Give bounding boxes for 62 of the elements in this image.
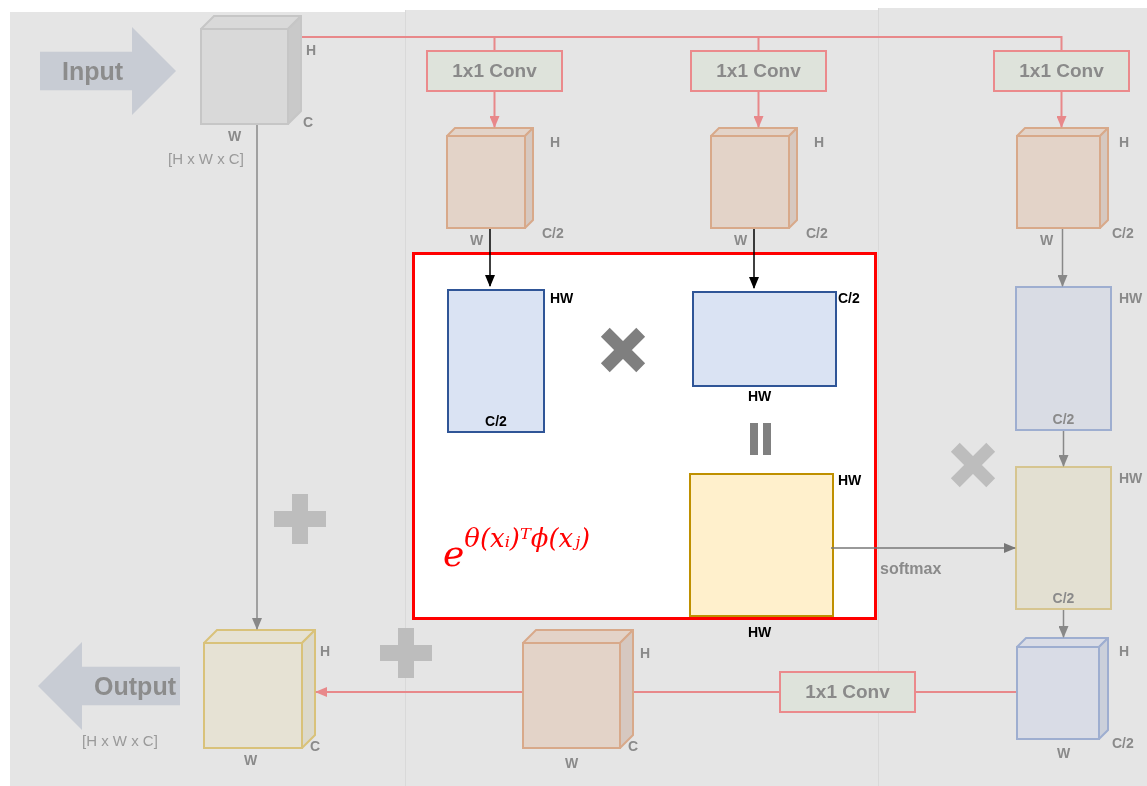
- dimension-label: C/2: [1112, 735, 1134, 751]
- dimension-label: [H x W x C]: [168, 150, 244, 167]
- edge-label: softmax: [880, 560, 942, 578]
- arrow-label: Input: [62, 56, 124, 86]
- tensor-cube: [710, 127, 798, 229]
- connector-arrow: [1057, 228, 1068, 287]
- matrix-block: [689, 473, 834, 617]
- conv-block: 1x1 Conv: [690, 50, 827, 92]
- dimension-label: H: [814, 134, 825, 150]
- dimension-label: H: [306, 42, 317, 58]
- dimension-label: H: [550, 134, 561, 150]
- dimension-label: H: [1119, 134, 1130, 150]
- dimension-label: C: [628, 738, 639, 754]
- connector-arrow: [315, 687, 523, 697]
- dimension-label: W: [734, 232, 748, 248]
- highlight-frame: [412, 252, 877, 620]
- matrix-block: C/2: [1015, 466, 1112, 610]
- dimension-label: HW: [1119, 470, 1143, 486]
- dimension-label: C/2: [542, 225, 564, 241]
- connector-arrow: [1056, 91, 1067, 128]
- matrix-block: [692, 291, 837, 387]
- dimension-label: HW: [748, 388, 772, 404]
- dimension-label: HW: [550, 290, 574, 306]
- dimension-label: C/2: [1112, 225, 1134, 241]
- tensor-cube: [1016, 637, 1109, 740]
- dimension-label: [H x W x C]: [82, 732, 158, 749]
- dimension-label: W: [1057, 745, 1071, 761]
- connector-arrow: [1058, 430, 1069, 467]
- arrow-label: Output: [94, 671, 176, 701]
- dimension-label: H: [640, 645, 651, 661]
- dimension-label: HW: [1119, 290, 1143, 306]
- matrix-block: C/2: [447, 289, 545, 433]
- connector-arrow: [830, 543, 1016, 553]
- formula: e$^{θ(xᵢ)ᵀϕ(xⱼ)}$: [443, 523, 591, 575]
- connector-arrow: [749, 228, 759, 289]
- dimension-label: C/2: [806, 225, 828, 241]
- dimension-label: W: [565, 755, 579, 771]
- dimension-label: W: [1040, 232, 1054, 248]
- tensor-cube: [1016, 127, 1109, 229]
- matrix-block: C/2: [1015, 286, 1112, 431]
- block-arrow: [38, 642, 180, 730]
- dimension-label: HW: [748, 624, 772, 640]
- conv-block: 1x1 Conv: [779, 671, 916, 713]
- tensor-cube: [200, 15, 302, 125]
- dimension-label: W: [228, 128, 242, 144]
- dimension-label: HW: [838, 472, 862, 488]
- connector-arrow: [485, 228, 495, 287]
- dimension-label: C: [303, 114, 314, 130]
- connector-arrow: [753, 91, 764, 128]
- conv-block: 1x1 Conv: [426, 50, 563, 92]
- dimension-label: H: [320, 643, 331, 659]
- dimension-label: C/2: [838, 290, 860, 306]
- dimension-label: H: [1119, 643, 1130, 659]
- dimension-label: C: [310, 738, 321, 754]
- connector-arrow: [1058, 609, 1069, 638]
- tensor-cube: [446, 127, 534, 229]
- block-arrow: [40, 27, 176, 115]
- conv-block: 1x1 Conv: [993, 50, 1130, 92]
- connector-arrow: [489, 91, 500, 128]
- dimension-label: W: [470, 232, 484, 248]
- connector-arrow: [252, 124, 262, 630]
- dimension-label: W: [244, 752, 258, 768]
